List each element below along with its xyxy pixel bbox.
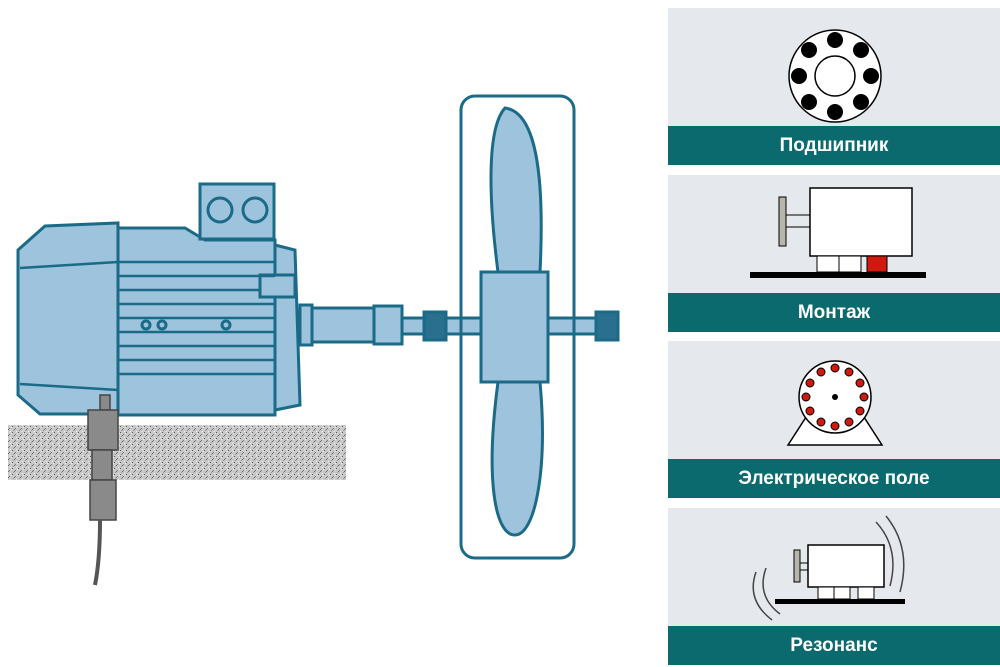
bearing-icon	[788, 29, 882, 123]
fault-panel-resonance: Резонанс	[668, 508, 1000, 665]
resonance-icon	[752, 515, 905, 621]
panel-label: Электрическое поле	[668, 459, 1000, 498]
fault-panel-mounting: Монтаж	[668, 175, 1000, 332]
concrete-foundation	[8, 425, 346, 480]
electric-motor	[16, 182, 376, 417]
vibration-sensor	[87, 394, 119, 586]
fault-panel-bearing: Подшипник	[668, 8, 1000, 165]
electric-field-icon	[786, 360, 884, 446]
panel-label: Монтаж	[668, 293, 1000, 332]
mounting-icon	[750, 187, 926, 278]
fan-assembly	[372, 94, 620, 560]
fault-panel-electric-field: Электрическое поле	[668, 341, 1000, 498]
panel-label: Подшипник	[668, 126, 1000, 165]
panel-label: Резонанс	[668, 626, 1000, 665]
